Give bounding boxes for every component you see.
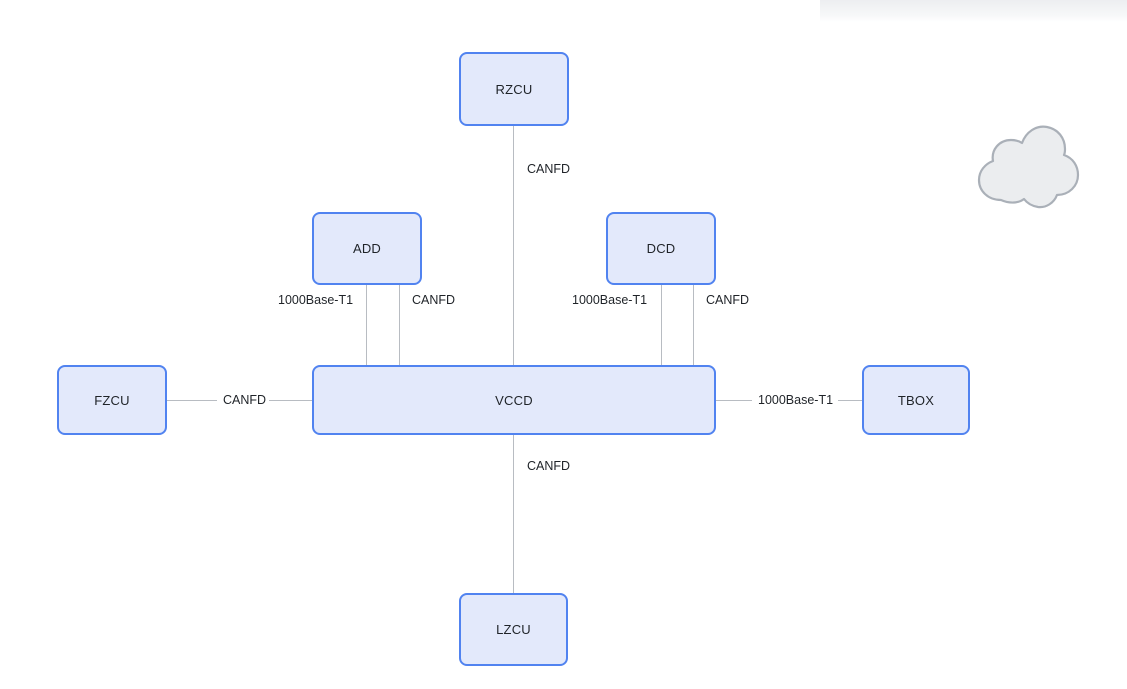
- edge-add-vccd-1000baset1: [365, 285, 367, 365]
- node-label-fzcu: FZCU: [94, 392, 130, 408]
- edge-dcd-vccd-1000baset1: [660, 285, 662, 365]
- edge-label-fzcu-vccd: CANFD: [220, 393, 270, 407]
- node-lzcu[interactable]: LZCU: [459, 593, 568, 666]
- node-label-vccd: VCCD: [495, 392, 533, 408]
- edge-fzcu-vccd-seg1: [167, 399, 217, 401]
- node-add[interactable]: ADD: [312, 212, 422, 285]
- node-label-add: ADD: [352, 241, 382, 256]
- edge-label-add-vccd-1000baset1: 1000Base-T1: [275, 293, 357, 307]
- edge-vccd-lzcu: [512, 435, 514, 593]
- edge-dcd-vccd-canfd: [692, 285, 694, 365]
- edge-label-rzcu-vccd: CANFD: [524, 162, 574, 176]
- edge-vccd-tbox-seg2: [838, 399, 862, 401]
- edge-label-add-vccd-canfd: CANFD: [409, 293, 459, 307]
- node-tbox[interactable]: TBOX: [862, 365, 970, 435]
- edge-vccd-tbox-seg1: [716, 399, 752, 401]
- edge-label-dcd-vccd-canfd: CANFD: [703, 293, 753, 307]
- node-vccd[interactable]: VCCD: [312, 365, 716, 435]
- node-dcd[interactable]: DCD: [606, 212, 716, 285]
- node-label-rzcu: RZCU: [495, 81, 533, 97]
- edge-add-vccd-canfd: [398, 285, 400, 365]
- node-label-dcd: DCD: [646, 241, 676, 256]
- edge-label-vccd-lzcu: CANFD: [524, 459, 574, 473]
- node-cloud[interactable]: [968, 118, 1083, 218]
- edge-label-vccd-tbox: 1000Base-T1: [755, 393, 837, 407]
- cloud-icon: [977, 125, 1080, 209]
- node-rzcu[interactable]: RZCU: [459, 52, 569, 126]
- toolbar-artifact: [820, 0, 1127, 22]
- edge-label-dcd-vccd-1000baset1: 1000Base-T1: [569, 293, 651, 307]
- edge-fzcu-vccd-seg2: [269, 399, 312, 401]
- node-label-lzcu: LZCU: [496, 622, 531, 637]
- node-fzcu[interactable]: FZCU: [57, 365, 167, 435]
- edge-rzcu-vccd: [512, 126, 514, 365]
- node-label-tbox: TBOX: [897, 392, 935, 408]
